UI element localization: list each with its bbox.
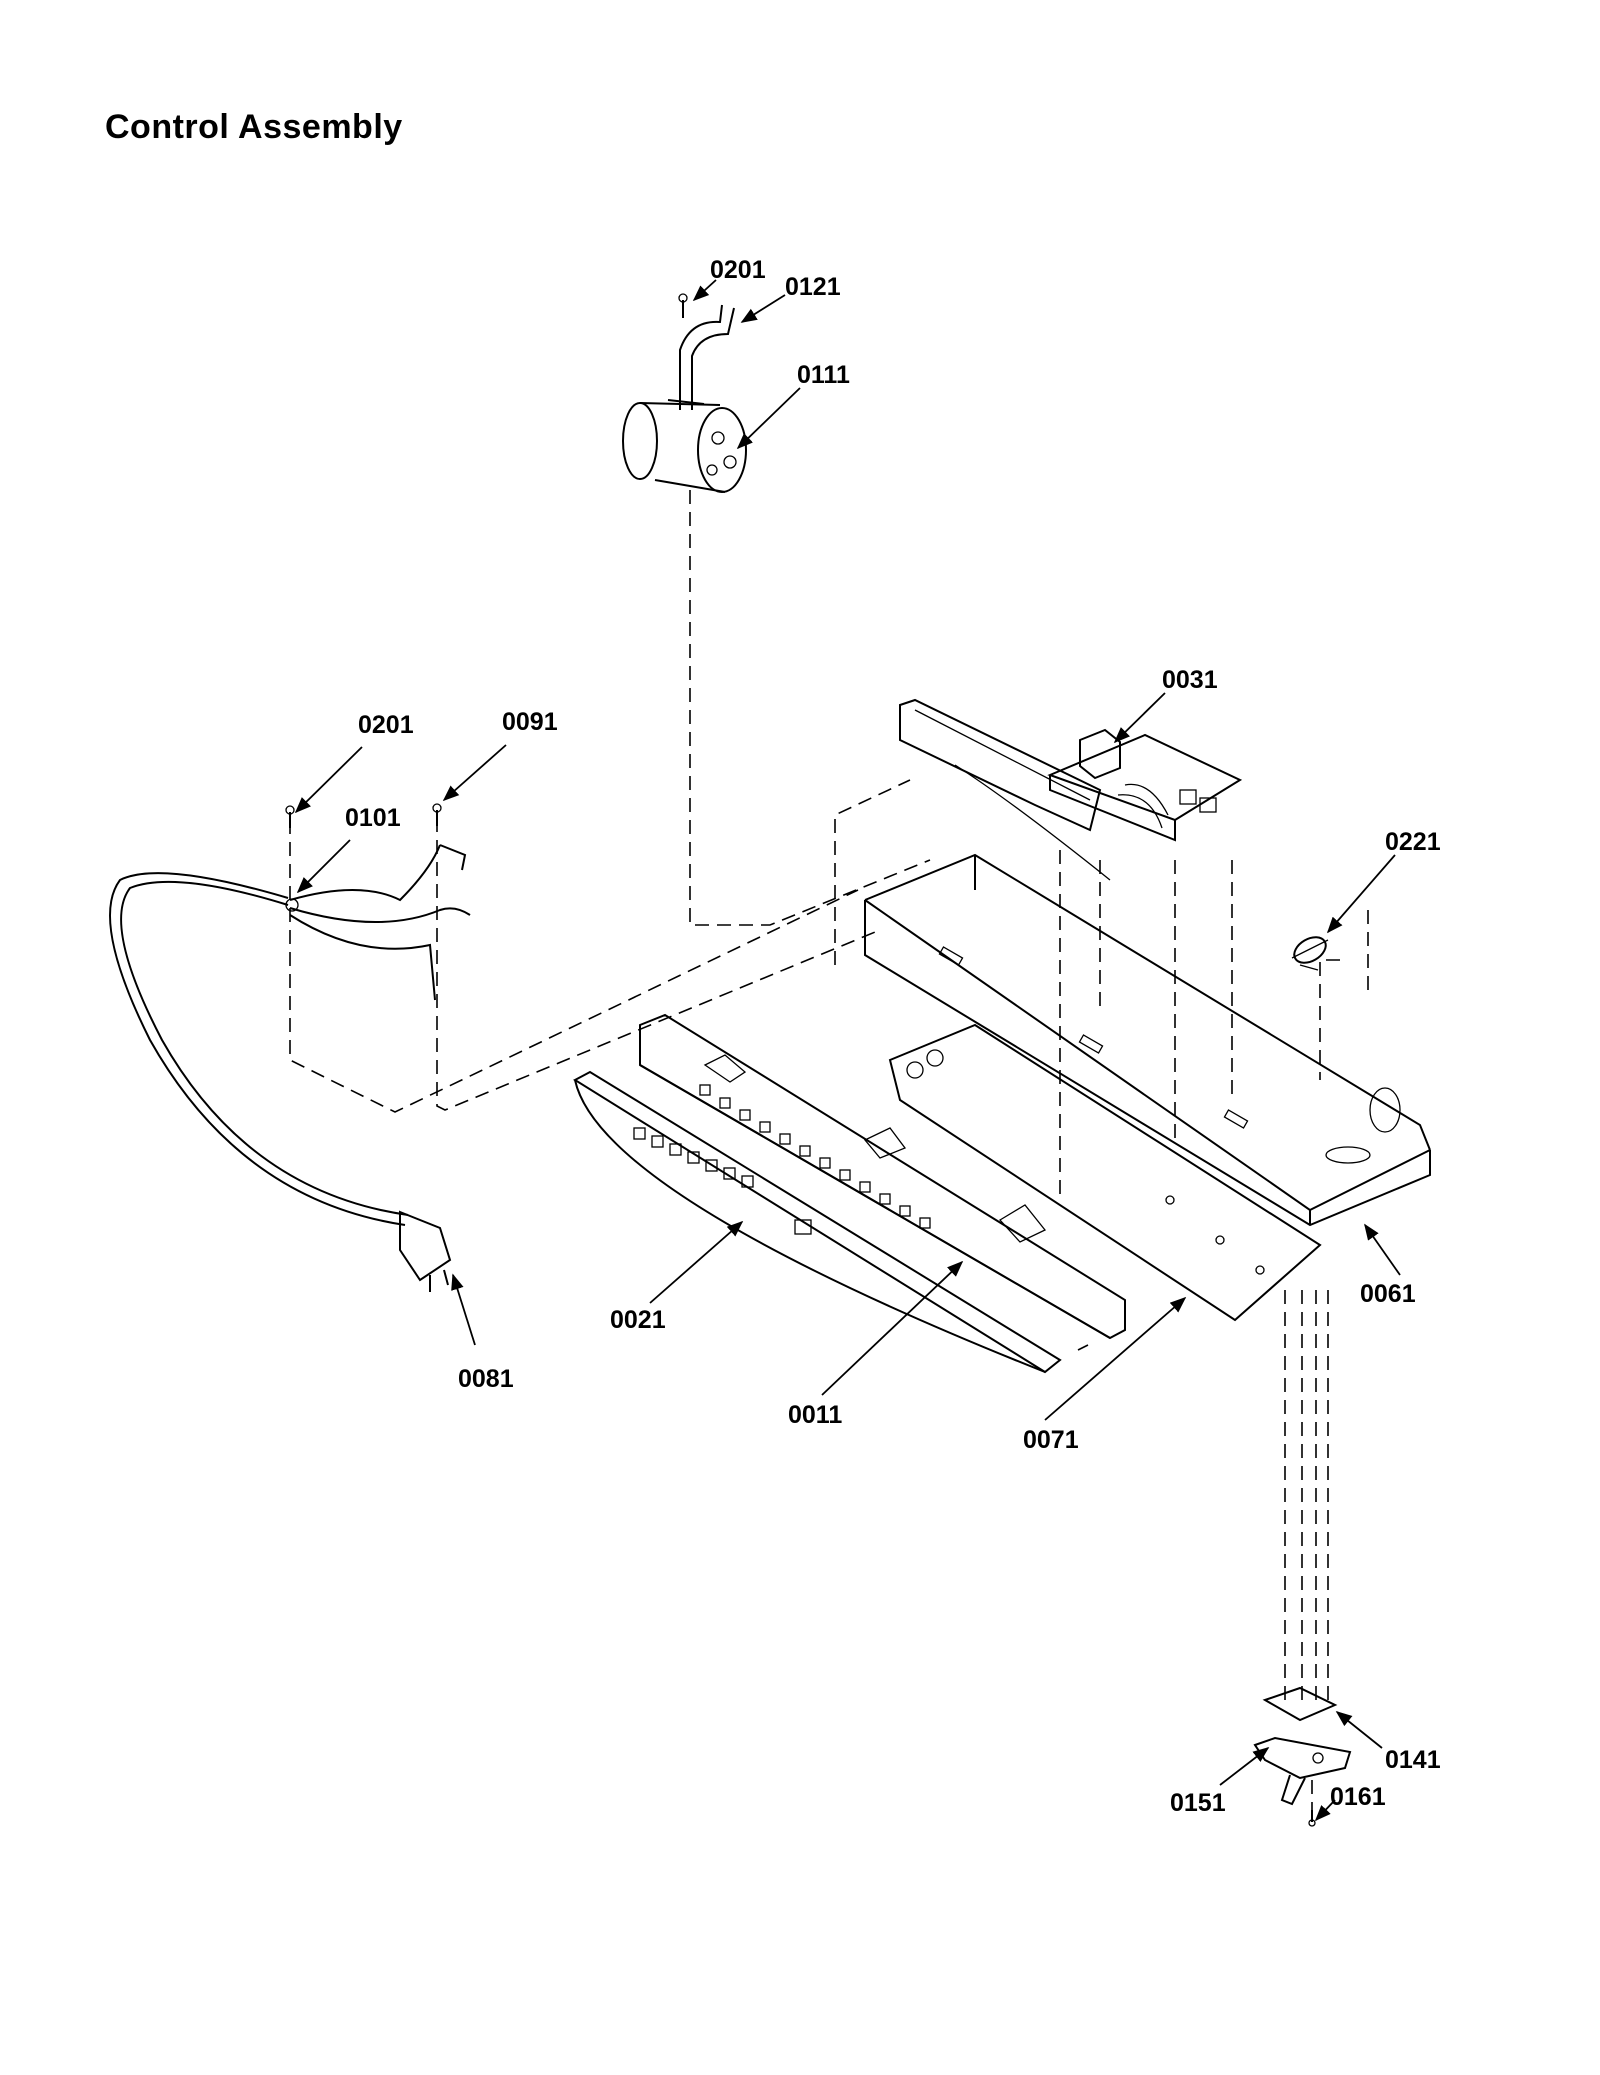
callout-0081: 0081 — [458, 1365, 514, 1393]
callout-0061: 0061 — [1360, 1280, 1416, 1308]
control-housing-part-0061 — [864, 853, 1431, 1227]
power-cord-part-0081 — [109, 872, 452, 1292]
callout-0201-top: 0201 — [710, 256, 766, 284]
callout-0071: 0071 — [1023, 1426, 1079, 1454]
display-board-part — [899, 698, 1111, 881]
callout-0141: 0141 — [1385, 1746, 1441, 1774]
callout-0111: 0111 — [797, 361, 850, 389]
callout-0201-left: 0201 — [358, 711, 414, 739]
shield-plate-part-0071 — [888, 1023, 1322, 1322]
capacitor-part-0111 — [622, 402, 747, 493]
screw-part-0201-left — [285, 805, 295, 828]
callout-labels: 0201 0121 0111 0031 0201 0091 0101 0221 … — [345, 256, 1441, 1817]
callout-0031: 0031 — [1162, 666, 1218, 694]
callout-0091: 0091 — [502, 708, 558, 736]
control-board-part-0031 — [1047, 728, 1243, 842]
leader-lines — [294, 279, 1401, 1822]
page-title: Control Assembly — [105, 108, 403, 146]
control-overlay-part-0021 — [572, 1070, 1062, 1374]
callout-0151: 0151 — [1170, 1789, 1226, 1817]
screw-part-0161 — [1308, 1810, 1316, 1827]
callout-0161: 0161 — [1330, 1783, 1386, 1811]
bracket-part-0141 — [1262, 1686, 1338, 1722]
callout-0011: 0011 — [788, 1401, 842, 1429]
sensor-part-0221 — [1291, 936, 1329, 971]
bracket-strap-part-0121 — [667, 304, 735, 410]
screw-part-0091 — [432, 803, 442, 826]
screw-part-0201-top — [678, 293, 688, 318]
assembly-guide-lines — [289, 490, 1369, 1815]
wire-harness-part-0101 — [285, 844, 471, 1001]
callout-0221: 0221 — [1385, 828, 1441, 856]
callout-0021: 0021 — [610, 1306, 666, 1334]
callout-0121: 0121 — [785, 273, 841, 301]
control-panel-part-0011 — [639, 1013, 1126, 1340]
callout-0101: 0101 — [345, 804, 401, 832]
